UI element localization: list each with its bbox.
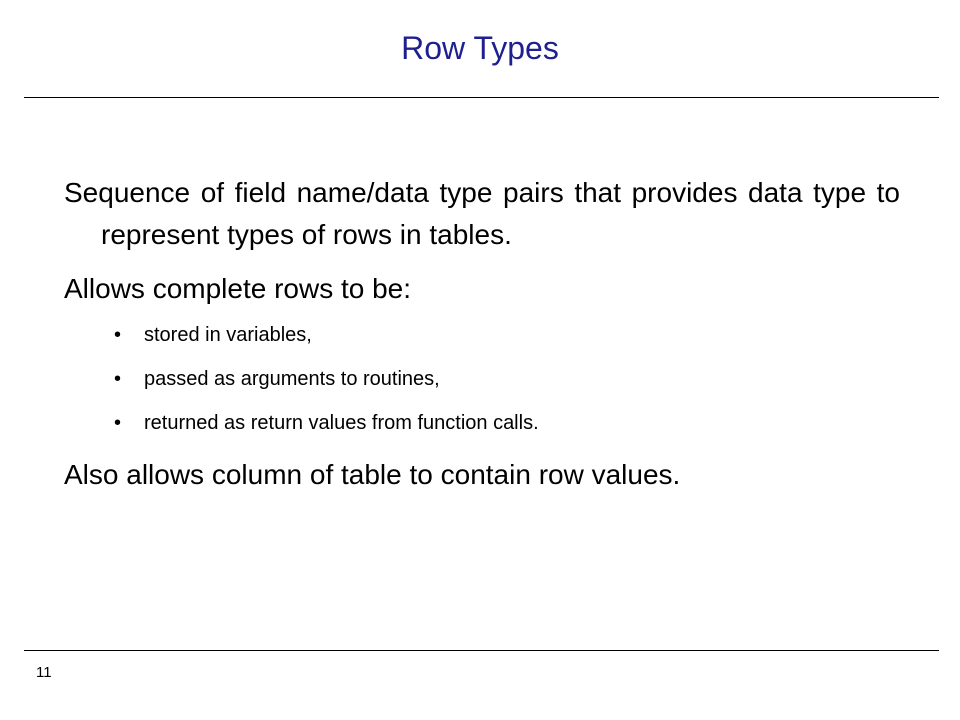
paragraph-column-rows: Also allows column of table to contain r… [64, 459, 681, 490]
footer-divider [24, 650, 939, 651]
bullet-list: • stored in variables, • passed as argum… [64, 322, 900, 436]
slide-title: Row Types [401, 30, 559, 66]
bullet-icon: • [114, 324, 122, 346]
slide-body: Sequence of field name/data type pairs t… [64, 172, 900, 508]
bullet-icon: • [114, 412, 122, 434]
paragraph-allows-rows: Allows complete rows to be: [64, 273, 412, 304]
list-item: • returned as return values from functio… [114, 410, 900, 436]
page-number: 11 [36, 664, 52, 681]
list-item-text: passed as arguments to routines, [144, 368, 440, 390]
bullet-icon: • [114, 368, 122, 390]
list-item-text: returned as return values from function … [144, 412, 539, 434]
list-item: • stored in variables, [114, 322, 900, 348]
list-item-text: stored in variables, [144, 324, 312, 346]
paragraph-definition: Sequence of field name/data type pairs t… [64, 177, 900, 250]
title-divider [24, 97, 939, 98]
list-item: • passed as arguments to routines, [114, 366, 900, 392]
